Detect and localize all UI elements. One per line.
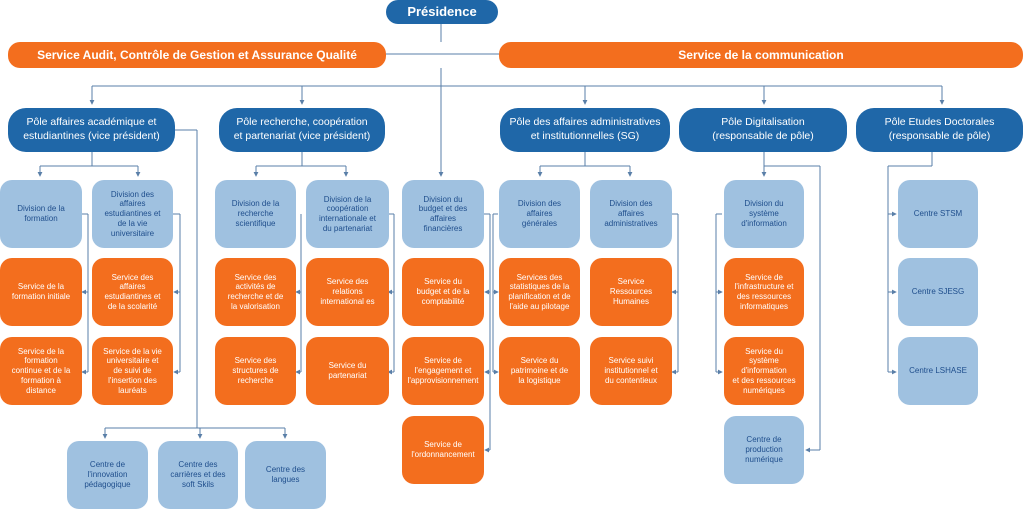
service-suivi-institutionnel: Service suivi institutionnel et du conte… [590,337,672,405]
communication-service-bar: Service de la communication [499,42,1023,68]
service-ressources-humaines: Service Ressources Humaines [590,258,672,326]
centre-stsm: Centre STSM [898,180,978,248]
presidence-box: Présidence [386,0,498,24]
service-structures-recherche: Service des structures de recherche [215,337,296,405]
service-patrimoine: Service du patrimoine et de la logistiqu… [499,337,580,405]
centre-innovation-pedagogique: Centre de l'innovation pédagogique [67,441,148,509]
service-vie-universitaire: Service de la vie universitaire et de su… [92,337,173,405]
division-affaires-generales: Division des affaires générales [499,180,580,248]
pole-doctoral: Pôle Etudes Doctorales (responsable de p… [856,108,1023,152]
service-budget-comptabilite: Service du budget et de la comptabilité [402,258,484,326]
division-affaires-estudiantines: Division des affaires estudiantines et d… [92,180,173,248]
service-formation-continue: Service de la formation continue et de l… [0,337,82,405]
division-cooperation: Division de la coopération international… [306,180,389,248]
division-systeme-information: Division du système d'information [724,180,804,248]
pole-administrative: Pôle des affaires administratives et ins… [500,108,670,152]
centre-carrieres: Centre des carrières et des soft Skils [158,441,238,509]
pole-digitalisation: Pôle Digitalisation (responsable de pôle… [679,108,847,152]
service-affaires-scolarite: Service des affaires estudiantines et de… [92,258,173,326]
service-statistiques: Services des statistiques de la planific… [499,258,580,326]
centre-production-numerique: Centre de production numérique [724,416,804,484]
service-ordonnancement: Service de l'ordonnancement [402,416,484,484]
service-formation-initiale: Service de la formation initiale [0,258,82,326]
service-infrastructure: Service de l'infrastructure et des resso… [724,258,804,326]
service-partenariat: Service du partenariat [306,337,389,405]
service-relations-internationales: Service des relations international es [306,258,389,326]
pole-research: Pôle recherche, coopération et partenari… [219,108,385,152]
division-formation: Division de la formation [0,180,82,248]
audit-service-bar: Service Audit, Contrôle de Gestion et As… [8,42,386,68]
centre-langues: Centre des langues [245,441,326,509]
division-budget: Division du budget et des affaires finan… [402,180,484,248]
service-systeme-information: Service du système d'information et des … [724,337,804,405]
service-activites-recherche: Service des activités de recherche et de… [215,258,296,326]
centre-lshase: Centre LSHASE [898,337,978,405]
division-affaires-administratives: Division des affaires administratives [590,180,672,248]
service-engagement: Service de l'engagement et l'approvision… [402,337,484,405]
centre-sjesg: Centre SJESG [898,258,978,326]
pole-academic: Pôle affaires académique et estudiantine… [8,108,175,152]
division-recherche: Division de la recherche scientifique [215,180,296,248]
